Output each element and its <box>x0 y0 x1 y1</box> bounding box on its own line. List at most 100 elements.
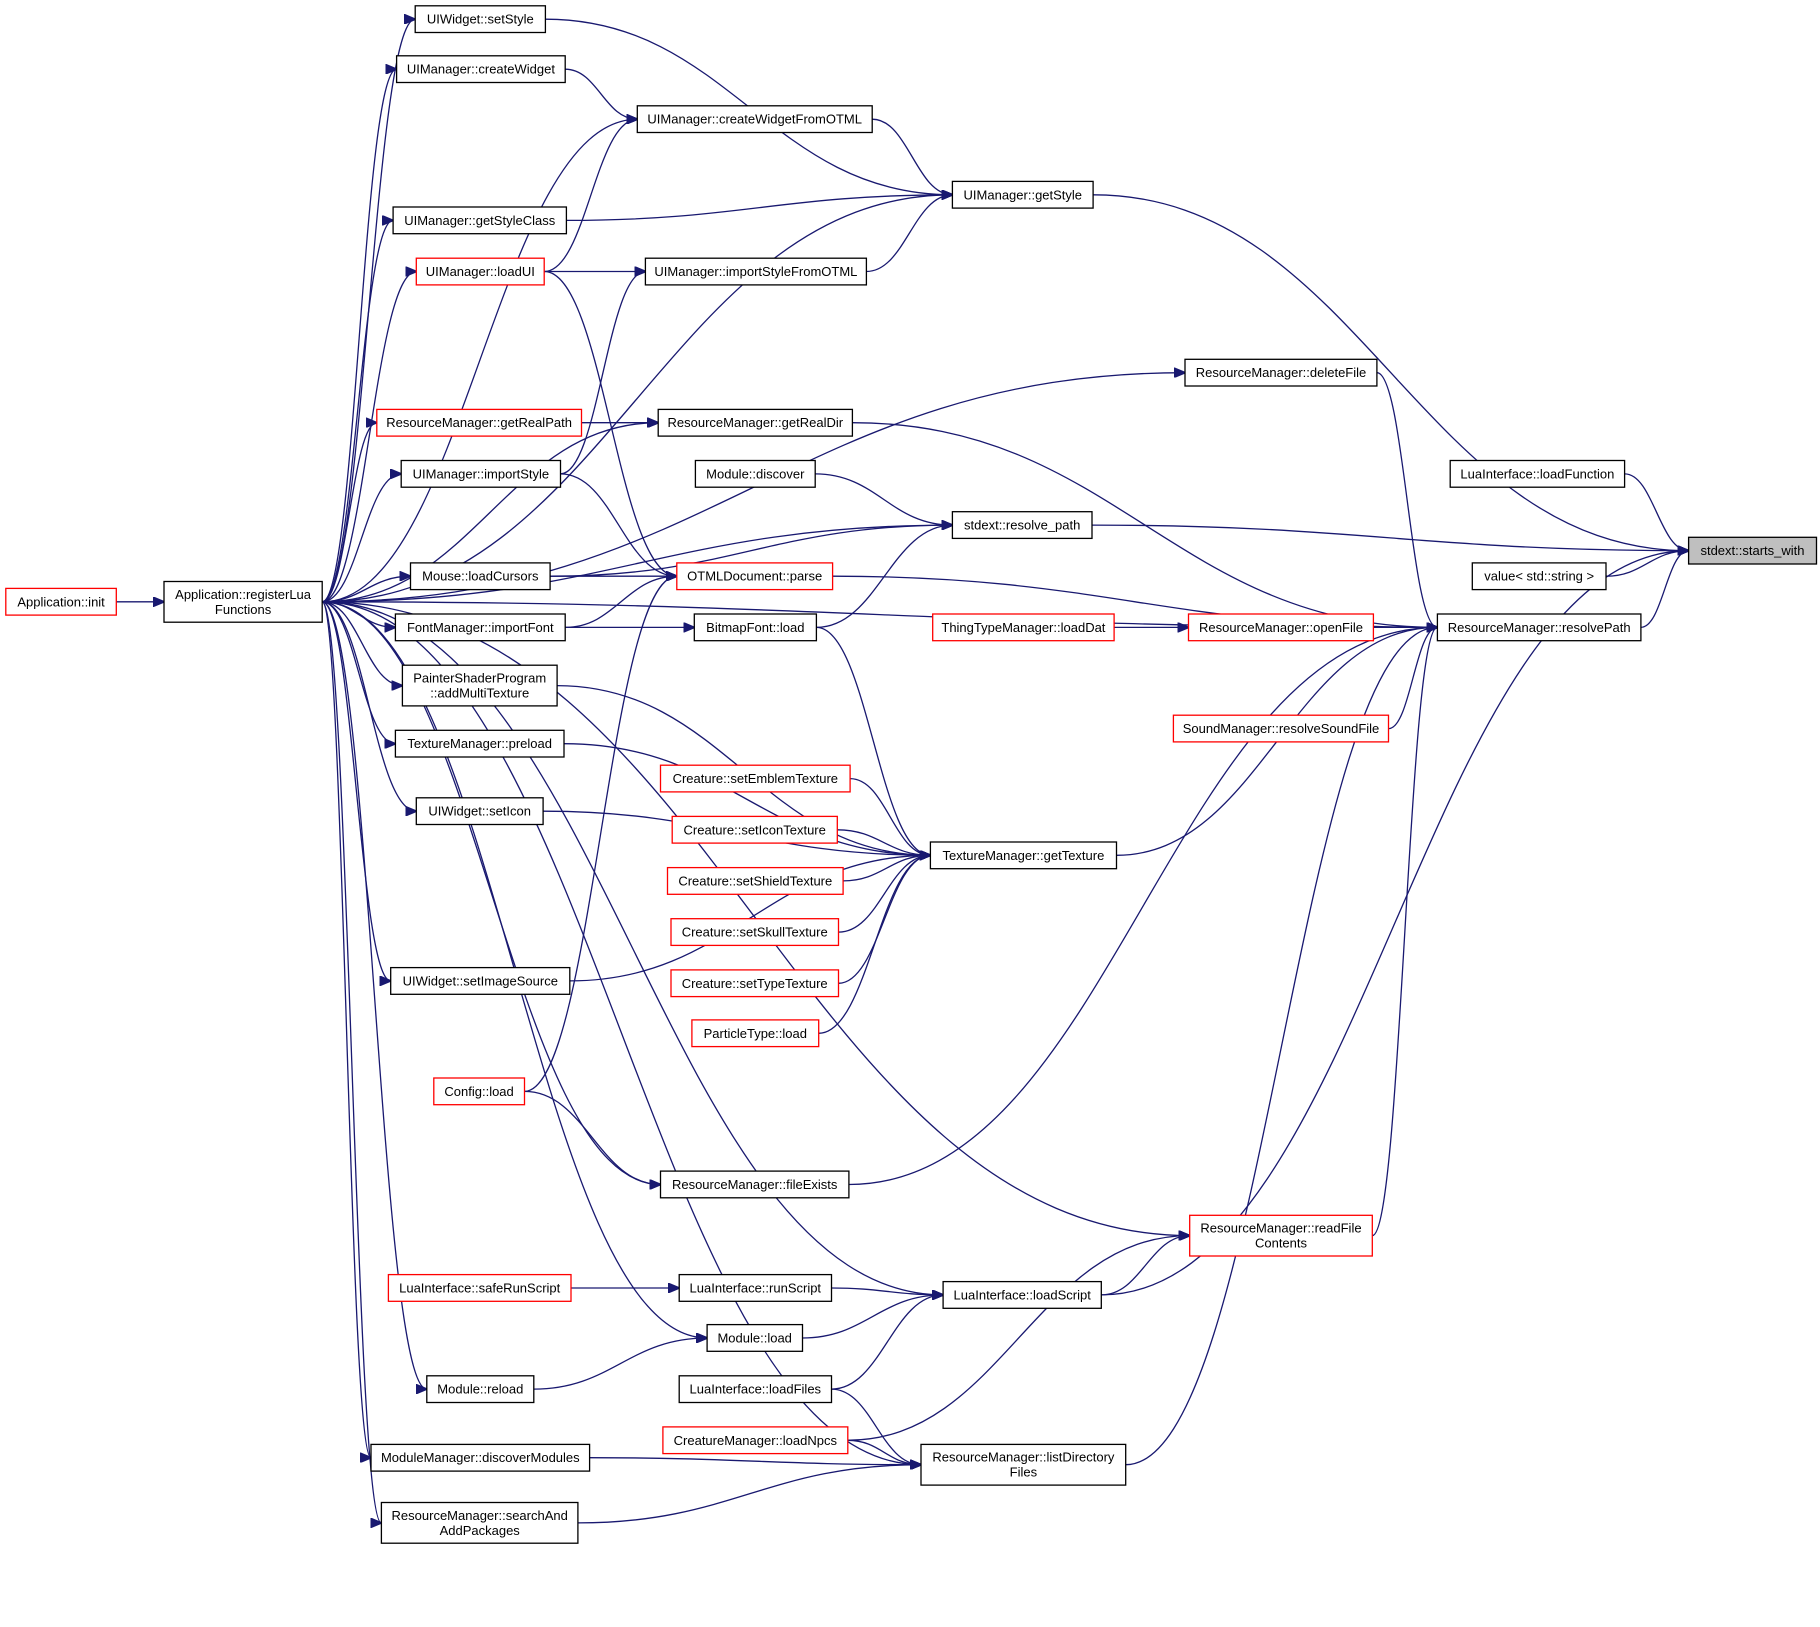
node-label: Config::load <box>444 1084 513 1099</box>
node-label: UIManager::getStyle <box>964 187 1083 202</box>
edge-rm_saap-to-rm_ldf <box>577 1465 921 1524</box>
edge-li_loadfunction-to-starts_with <box>1624 473 1689 551</box>
node-uim-createwidget[interactable]: UIManager::createWidget <box>395 55 566 84</box>
edge-mm_dm-to-rm_ldf <box>589 1457 921 1465</box>
node-box <box>693 613 818 642</box>
node-fm-importfont[interactable]: FontManager::importFont <box>394 613 566 642</box>
node-bf-load[interactable]: BitmapFont::load <box>693 613 818 642</box>
node-box <box>636 105 873 134</box>
node-li-loadfunction[interactable]: LuaInterface::loadFunction <box>1449 459 1626 488</box>
node-app-init[interactable]: Application::init <box>5 587 117 616</box>
node-rm-getrealpath[interactable]: ResourceManager::getRealPath <box>376 408 583 437</box>
node-starts-with[interactable]: stdext::starts_with <box>1687 536 1818 565</box>
node-label: Creature::setIconTexture <box>684 822 826 837</box>
node-li-loadfiles[interactable]: LuaInterface::loadFiles <box>678 1375 833 1404</box>
edge-mod_load-to-li_loadscript <box>802 1295 943 1339</box>
node-tm-preload[interactable]: TextureManager::preload <box>394 729 565 758</box>
node-value-string[interactable]: value< std::string > <box>1471 562 1607 591</box>
node-w-setimagesource[interactable]: UIWidget::setImageSource <box>390 966 571 995</box>
node-box <box>1184 358 1378 387</box>
edge-tm_preload-to-tm_gettexture <box>563 743 930 856</box>
node-label: UIManager::createWidgetFromOTML <box>647 112 862 127</box>
node-label: stdext::resolve_path <box>964 518 1080 533</box>
node-box <box>659 1170 850 1199</box>
node-label: ThingTypeManager::loadDat <box>941 620 1105 635</box>
node-rm-resolvepath[interactable]: ResourceManager::resolvePath <box>1436 613 1642 642</box>
edge-app_reg-to-uim_cwfo <box>322 119 637 603</box>
node-mm-dm[interactable]: ModuleManager::discoverModules <box>370 1443 591 1472</box>
node-box <box>1687 536 1818 565</box>
node-c-type[interactable]: Creature::setTypeTexture <box>670 969 840 998</box>
node-cm-loadnpcs[interactable]: CreatureManager::loadNpcs <box>662 1426 849 1455</box>
node-uim-getstyle[interactable]: UIManager::getStyle <box>951 180 1094 209</box>
node-uim-importstyle[interactable]: UIManager::importStyle <box>400 459 562 488</box>
edge-li_runscript-to-li_loadscript <box>831 1287 944 1295</box>
node-ttm-loaddat[interactable]: ThingTypeManager::loadDat <box>932 613 1115 642</box>
node-resolve-path[interactable]: stdext::resolve_path <box>951 511 1093 540</box>
edge-rm_ldf-to-rm_resolvepath <box>1125 627 1438 1466</box>
node-box <box>163 580 323 623</box>
node-label: ResourceManager::getRealDir <box>668 415 844 430</box>
node-label: ModuleManager::discoverModules <box>381 1450 580 1465</box>
node-li-runscript[interactable]: LuaInterface::runScript <box>678 1273 833 1302</box>
node-pt-load[interactable]: ParticleType::load <box>691 1019 820 1048</box>
node-uim-loadui[interactable]: UIManager::loadUI <box>415 257 545 286</box>
node-label: FontManager::importFont <box>407 620 554 635</box>
edge-c_emblem-to-tm_gettexture <box>850 777 930 856</box>
edge-uim_createwidget-to-uim_cwfo <box>565 68 637 119</box>
edge-cm_loadnpcs-to-rm_ldf <box>847 1439 921 1464</box>
edge-config_load-to-otml_parse <box>524 576 677 1093</box>
node-label: UIWidget::setIcon <box>428 804 531 819</box>
node-c-skull[interactable]: Creature::setSkullTexture <box>670 918 840 947</box>
edge-uim_importstyle-to-uim_isfo <box>560 272 646 475</box>
node-li-saferunscript[interactable]: LuaInterface::safeRunScript <box>387 1273 572 1302</box>
node-mod-discover[interactable]: Module::discover <box>694 459 816 488</box>
node-box <box>1187 613 1375 642</box>
edge-mouse_lc-to-resolve_path <box>550 525 952 577</box>
edge-app_reg-to-rm_ldf <box>322 601 921 1465</box>
node-w-seticon[interactable]: UIWidget::setIcon <box>415 797 544 826</box>
node-box <box>666 866 844 895</box>
node-rm-fileexists[interactable]: ResourceManager::fileExists <box>659 1170 850 1199</box>
node-label: UIManager::loadUI <box>426 264 535 279</box>
node-w-setstyle[interactable]: UIWidget::setStyle <box>414 5 547 34</box>
node-c-icon[interactable]: Creature::setIconTexture <box>671 815 838 844</box>
edge-app_reg-to-w_setimagesource <box>321 601 391 981</box>
node-box <box>390 966 571 995</box>
node-box <box>671 815 838 844</box>
node-box <box>395 55 566 84</box>
node-rm-openfile[interactable]: ResourceManager::openFile <box>1187 613 1375 642</box>
node-sm-rsf[interactable]: SoundManager::resolveSoundFile <box>1172 714 1390 743</box>
node-tm-gettexture[interactable]: TextureManager::getTexture <box>929 841 1118 870</box>
edge-app_reg-to-mouse_lc <box>322 576 410 603</box>
node-c-emblem[interactable]: Creature::setEmblemTexture <box>659 764 851 793</box>
node-rm-getrealdir[interactable]: ResourceManager::getRealDir <box>657 408 854 437</box>
edge-app_reg-to-rm_getrealdir <box>322 423 658 603</box>
node-mod-reload[interactable]: Module::reload <box>426 1375 535 1404</box>
node-otml-parse[interactable]: OTMLDocument::parse <box>676 562 834 591</box>
node-uim-isfo[interactable]: UIManager::importStyleFromOTML <box>644 257 868 286</box>
node-box <box>678 1273 833 1302</box>
node-rm-deletefile[interactable]: ResourceManager::deleteFile <box>1184 358 1378 387</box>
node-label: ResourceManager::fileExists <box>672 1177 838 1192</box>
node-uim-cwfo[interactable]: UIManager::createWidgetFromOTML <box>636 105 873 134</box>
node-mouse-lc[interactable]: Mouse::loadCursors <box>409 562 551 591</box>
node-box <box>951 180 1094 209</box>
node-box <box>670 918 840 947</box>
node-mod-load[interactable]: Module::load <box>706 1323 804 1352</box>
edge-config_load-to-rm_fileexists <box>524 1090 661 1184</box>
node-label: LuaInterface::loadFiles <box>690 1382 822 1397</box>
node-li-loadscript[interactable]: LuaInterface::loadScript <box>942 1280 1102 1309</box>
edge-rm_resolvepath-to-starts_with <box>1640 551 1689 629</box>
node-uim-getstyleclass[interactable]: UIManager::getStyleClass <box>392 206 568 235</box>
node-label: UIManager::importStyleFromOTML <box>654 264 857 279</box>
node-c-shield[interactable]: Creature::setShieldTexture <box>666 866 844 895</box>
node-config-load[interactable]: Config::load <box>433 1077 526 1106</box>
node-box <box>400 459 562 488</box>
node-psp-amt[interactable]: PainterShaderProgram::addMultiTexture <box>401 664 558 707</box>
node-label: ::addMultiTexture <box>430 686 529 701</box>
